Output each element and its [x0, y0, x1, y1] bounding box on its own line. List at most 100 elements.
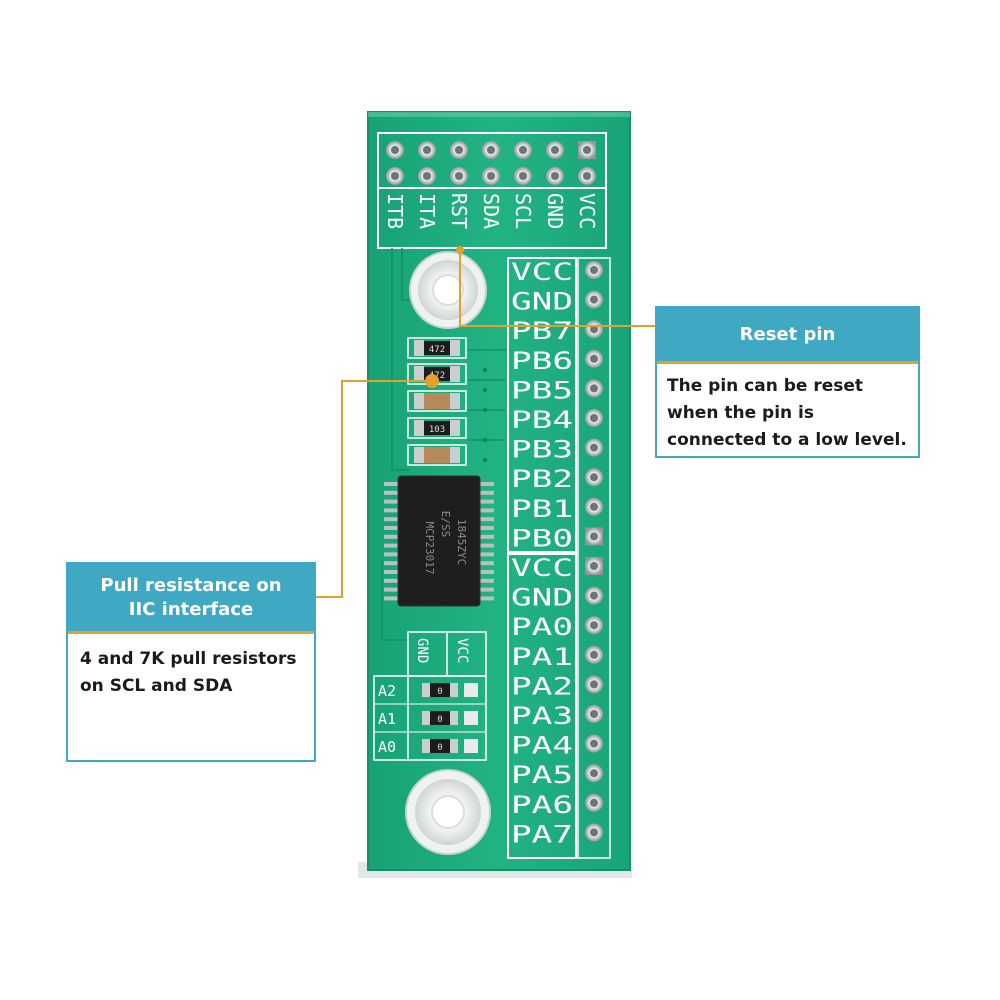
- chip-pin: [384, 561, 400, 566]
- pull-resistance-callout-body: 4 and 7K pull resistors on SCL and SDA: [80, 649, 297, 696]
- jumper-terminal: [422, 739, 430, 753]
- chip-pin: [384, 543, 400, 548]
- chip-pin: [478, 482, 494, 486]
- chip-pin: [384, 596, 400, 601]
- side-pin-hole: [590, 443, 598, 452]
- side-pin-hole: [590, 325, 598, 334]
- header-pin-hole: [423, 146, 431, 154]
- pull-resistance-callout-title: Pull resistance on IIC interface: [68, 564, 314, 634]
- component-outline: [407, 444, 467, 466]
- side-pin-label: PB0: [511, 524, 573, 552]
- header-pin-hole: [583, 172, 591, 180]
- resistor-label: 472: [429, 345, 445, 355]
- chip-pin: [478, 587, 494, 592]
- header-pin-hole: [391, 146, 399, 154]
- chip-pin: [478, 561, 494, 566]
- side-pin-label: VCC: [511, 554, 573, 582]
- side-pin-label: GND: [511, 288, 573, 316]
- jumper-resistor: [430, 711, 450, 725]
- side-pin-label: PA7: [511, 820, 573, 848]
- side-pin-hole: [590, 502, 598, 511]
- component-terminal: [414, 447, 424, 463]
- side-pin-hole: [590, 354, 598, 363]
- header-pin-hole: [519, 146, 527, 154]
- jumper-pad: [464, 683, 478, 697]
- component-outline: [407, 390, 467, 412]
- side-pin-label: PA4: [511, 732, 573, 760]
- header-pin-label: ITA: [415, 193, 439, 229]
- reset-pin-callout: Reset pin The pin can be reset when the …: [655, 306, 920, 458]
- side-pin-hole: [590, 739, 598, 748]
- side-pin-hole: [590, 414, 598, 422]
- side-pin-label: GND: [511, 584, 573, 612]
- side-pin-hole: [590, 769, 598, 778]
- side-pin-hole: [590, 680, 598, 689]
- capacitor: [424, 447, 450, 463]
- chip-pin: [478, 543, 494, 548]
- side-pin-hole: [590, 532, 598, 541]
- mounting-hole-bottom: [405, 769, 491, 855]
- chip-pin: [384, 517, 400, 522]
- chip-marking-1: MCP23017: [423, 522, 436, 575]
- side-pin-label: PA3: [511, 702, 573, 730]
- chip-pin: [478, 499, 494, 504]
- component-outline: [407, 337, 467, 359]
- chip-pin: [384, 587, 400, 592]
- side-pin-hole: [590, 650, 598, 659]
- resistor: [424, 341, 450, 355]
- jumper-terminal: [450, 739, 458, 753]
- header-pin-hole: [391, 172, 399, 180]
- reset-pin-callout-body: The pin can be reset when the pin is con…: [667, 376, 907, 450]
- address-pin-label: A0: [378, 738, 396, 756]
- chip-pin: [384, 570, 400, 574]
- side-pin-label: PB3: [511, 436, 573, 464]
- address-pin-label: A1: [378, 710, 396, 728]
- side-pin-hole: [590, 562, 598, 570]
- header-pin-label: GND: [543, 193, 567, 229]
- header-pin-hole: [519, 172, 527, 180]
- component-terminal: [450, 366, 460, 382]
- component-terminal: [414, 340, 424, 356]
- side-pin-hole: [590, 266, 598, 274]
- pull-resistor-leader: [316, 374, 439, 598]
- reset-pin-callout-title: Reset pin: [657, 308, 918, 364]
- mcp23017-chip: MCP23017 E/SS 1845ZYC: [384, 475, 494, 607]
- component-terminal: [450, 447, 460, 463]
- jumper-value: 0: [437, 687, 442, 697]
- chip-pin: [384, 534, 400, 539]
- chip-pin: [384, 490, 400, 495]
- chip-pin: [384, 526, 400, 530]
- vias: [483, 368, 487, 462]
- side-header: VCCGNDPB7PB6PB5PB4PB3PB2PB1PB0VCCGNDPA0P…: [507, 257, 611, 859]
- component-terminal: [450, 420, 460, 436]
- mounting-hole-top: [409, 251, 487, 329]
- jumper-value: 0: [437, 715, 442, 725]
- jumper-resistor: [430, 683, 450, 697]
- header-pin-label: RST: [447, 193, 471, 229]
- component-outline: [407, 417, 467, 439]
- side-pin-label: VCC: [511, 258, 573, 286]
- chip-pin: [478, 490, 494, 495]
- jumper-pad: [464, 711, 478, 725]
- side-pin-hole: [590, 621, 598, 630]
- chip-pin: [478, 526, 494, 530]
- jumper-terminal: [450, 711, 458, 725]
- side-pin-label: PB1: [511, 495, 573, 523]
- chip-pin: [478, 517, 494, 522]
- jumper-terminal: [422, 711, 430, 725]
- chip-pin: [478, 508, 494, 513]
- component-terminal: [414, 366, 424, 382]
- side-pin-label: PB7: [511, 317, 573, 345]
- component-terminal: [414, 393, 424, 409]
- address-header-vcc: VCC: [454, 638, 470, 663]
- side-pin-label: PA2: [511, 672, 573, 700]
- header-pin-hole: [551, 146, 559, 154]
- header-pin-hole: [455, 172, 463, 180]
- header-pin-label: VCC: [575, 193, 599, 229]
- jumper-pad: [464, 739, 478, 753]
- address-pin-label: A2: [378, 682, 396, 700]
- side-pin-hole: [590, 828, 598, 837]
- side-pin-label: PB5: [511, 376, 573, 404]
